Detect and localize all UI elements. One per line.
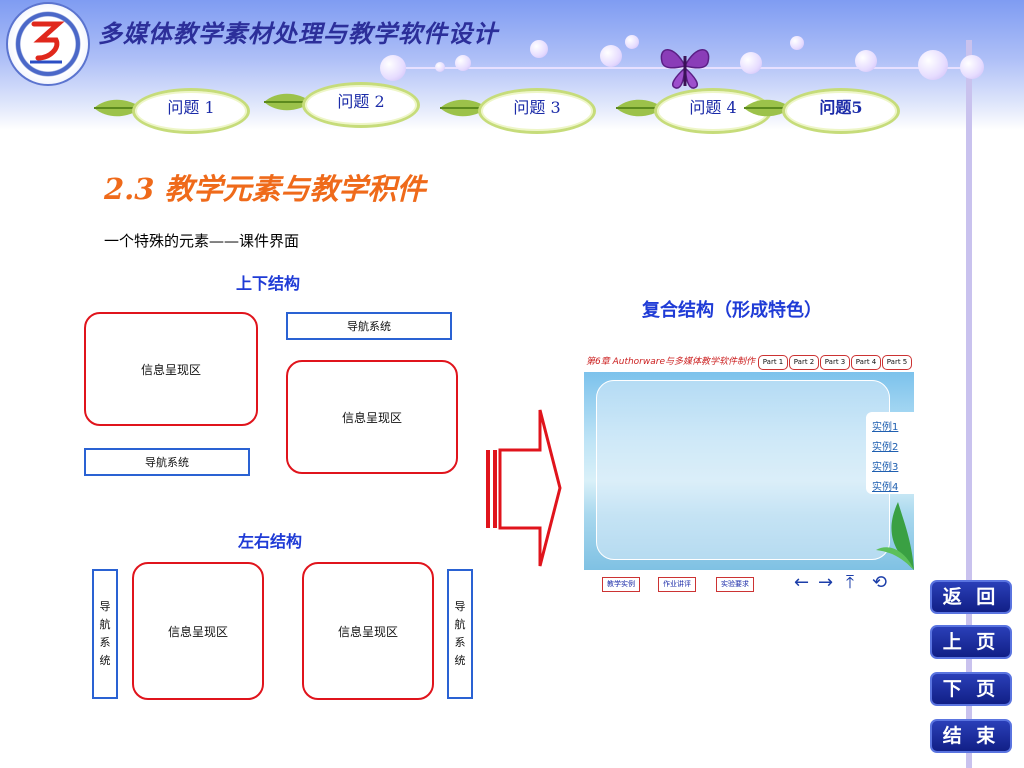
- info-area-label: 信息呈现区: [167, 624, 228, 639]
- info-area-box: 信息呈现区: [286, 360, 458, 474]
- nav-char: 航: [454, 618, 466, 631]
- info-area-label: 信息呈现区: [140, 362, 201, 377]
- nav-char: 航: [99, 618, 111, 631]
- nav-system-label: 导航系统: [347, 320, 391, 333]
- nav-system-box: 导航系统: [286, 312, 452, 340]
- nav-system-box: 导航系统: [84, 448, 250, 476]
- info-area-label: 信息呈现区: [341, 410, 402, 425]
- composite-screenshot: 第6章 Authorware与多媒体教学软件制作 Part 1 Part 2 P…: [584, 350, 914, 600]
- heading-composite: 复合结构（形成特色）: [642, 300, 822, 321]
- nav-system-label: 导航系统: [145, 456, 189, 469]
- part-button-3[interactable]: Part 3: [820, 355, 850, 370]
- bubble-decor: [530, 40, 548, 58]
- decor-line: [400, 67, 980, 69]
- bubble-decor: [960, 55, 984, 79]
- arrow-right-icon[interactable]: →: [818, 572, 834, 593]
- screenshot-content-frame: [596, 380, 890, 560]
- return-icon[interactable]: ⟲: [872, 572, 888, 593]
- screenshot-sky-background: 实例1 实例2 实例3 实例4: [584, 372, 914, 570]
- example-link-4[interactable]: 实例4: [872, 482, 899, 493]
- app-title: 多媒体教学素材处理与教学软件设计: [98, 19, 498, 48]
- footer-button-examples[interactable]: 教学实例: [602, 577, 640, 592]
- info-area-label: 信息呈现区: [337, 624, 398, 639]
- subtitle: 一个特殊的元素——课件界面: [104, 232, 300, 250]
- screenshot-footer: 教学实例 作业讲评 实验要求 ← → ⤒ ⟲: [584, 570, 914, 600]
- bubble-decor: [918, 50, 948, 80]
- heading-top-bottom: 上下结构: [236, 274, 301, 293]
- nav-system-vertical: 导航系统: [92, 569, 118, 699]
- tab-label: 问题 2: [337, 92, 385, 111]
- tab-label: 问题 1: [167, 98, 215, 117]
- info-area-box: 信息呈现区: [132, 562, 264, 700]
- example-link-3[interactable]: 实例3: [872, 462, 899, 473]
- nav-char: 系: [454, 636, 466, 649]
- next-page-button[interactable]: 下 页: [930, 672, 1012, 706]
- prev-page-button[interactable]: 上 页: [930, 625, 1012, 659]
- part-button-2[interactable]: Part 2: [789, 355, 819, 370]
- bubble-decor: [740, 52, 762, 74]
- plant-leaf-icon: [876, 502, 914, 570]
- bubble-decor: [625, 35, 639, 49]
- bubble-decor: [855, 50, 877, 72]
- right-decor-bar: [966, 40, 972, 768]
- bubble-decor: [380, 55, 406, 81]
- screenshot-header: 第6章 Authorware与多媒体教学软件制作 Part 1 Part 2 P…: [584, 350, 914, 372]
- tab-oval: [132, 88, 250, 134]
- tab-label: 问题5: [819, 98, 863, 117]
- end-button[interactable]: 结 束: [930, 719, 1012, 753]
- part-button-1[interactable]: Part 1: [758, 355, 788, 370]
- butterfly-icon: [660, 49, 710, 89]
- nav-char: 统: [454, 654, 466, 667]
- example-link-2[interactable]: 实例2: [872, 442, 899, 453]
- tab-label: 问题 3: [513, 98, 561, 117]
- info-area-box: 信息呈现区: [84, 312, 258, 426]
- nav-char: 导: [454, 600, 466, 613]
- heading-left-right: 左右结构: [238, 532, 303, 551]
- nav-char: 导: [99, 600, 111, 613]
- nav-char: 统: [99, 654, 111, 667]
- bubble-decor: [790, 36, 804, 50]
- part-button-4[interactable]: Part 4: [851, 355, 881, 370]
- footer-button-homework[interactable]: 作业讲评: [658, 577, 696, 592]
- bubble-decor: [455, 55, 471, 71]
- back-button[interactable]: 返 回: [930, 580, 1012, 614]
- screenshot-caption: 第6章 Authorware与多媒体教学软件制作: [586, 357, 756, 367]
- tab-oval: [302, 82, 420, 128]
- right-arrow-icon: [486, 409, 562, 567]
- part-button-5[interactable]: Part 5: [882, 355, 912, 370]
- tab-oval: [782, 88, 900, 134]
- bubble-decor: [435, 62, 445, 72]
- bubble-decor: [600, 45, 622, 67]
- tab-label: 问题 4: [689, 98, 737, 117]
- arrow-up-top-icon[interactable]: ⤒: [846, 572, 854, 593]
- tab-oval: [478, 88, 596, 134]
- footer-button-lab[interactable]: 实验要求: [716, 577, 754, 592]
- logo-emblem-icon: [30, 21, 65, 64]
- nav-system-vertical: 导航系统: [447, 569, 473, 699]
- arrow-left-icon[interactable]: ←: [794, 572, 810, 593]
- example-list: 实例1 实例2 实例3 实例4: [866, 412, 914, 494]
- section-title: 2.3 教学元素与教学积件: [104, 172, 426, 206]
- example-link-1[interactable]: 实例1: [872, 422, 899, 433]
- nav-char: 系: [99, 636, 111, 649]
- info-area-box: 信息呈现区: [302, 562, 434, 700]
- university-logo: [6, 2, 90, 86]
